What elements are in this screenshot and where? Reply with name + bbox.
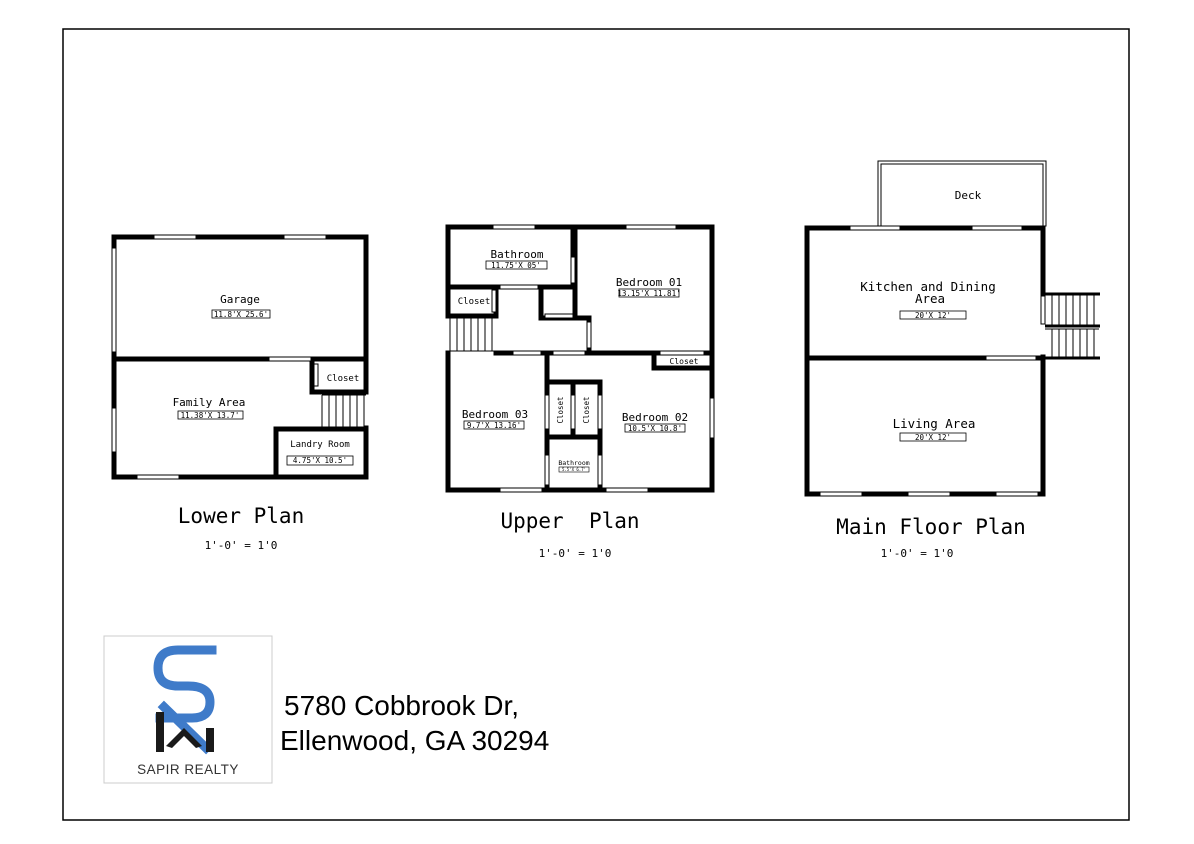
lower-plan-title: Lower Plan (178, 504, 304, 528)
closet-vertical-2-label: Closet (582, 396, 591, 423)
kitchen-dining-dim-box (899, 310, 967, 320)
living-area-dim: 20'X 12' (915, 433, 951, 442)
bedroom-03-dim-box (463, 420, 525, 430)
logo-house-mark (156, 712, 214, 752)
main-walls (804, 225, 1046, 497)
garage-dim: 11.8'X 25.6' (214, 310, 268, 319)
lower-windows (111, 234, 327, 480)
lower-plan-scale: 1'-0' = 1'0 (205, 539, 278, 552)
closet-vertical-1-label: Closet (556, 396, 565, 423)
kitchen-dining-dim: 20'X 12' (915, 311, 951, 320)
upper-bathroom-label: Bathroom (491, 248, 544, 261)
upper-small-bathroom-dim: 5.5'X 6.7' (562, 467, 586, 472)
main-floor-plan: Deck Kitchen and Dining Area 20'X 12' Li… (804, 160, 1100, 560)
garage-dim-box (211, 309, 271, 319)
upper-stairs (449, 318, 496, 352)
kitchen-dining-label-line2: Area (915, 291, 945, 306)
bedroom-01-dim-box (618, 288, 680, 298)
lower-stairs (321, 394, 366, 427)
upper-bathroom-dim: 11.75'X 05' (491, 261, 541, 270)
laundry-room-dim: 4.75'X 10.5' (293, 456, 347, 465)
living-area-dim-box (899, 432, 967, 442)
upper-bathroom-dim-box (485, 260, 548, 270)
page-border (62, 28, 1130, 821)
kitchen-dining-label-line1: Kitchen and Dining (860, 279, 995, 294)
laundry-room-label: Landry Room (290, 440, 350, 450)
lower-closet-label: Closet (327, 374, 360, 384)
upper-small-bathroom-label: Bathroom (558, 459, 589, 467)
family-area-dim: 11.38'X 13.7' (181, 411, 240, 420)
upper-windows (491, 224, 715, 493)
main-floor-plan-scale: 1'-0' = 1'0 (881, 547, 954, 560)
main-windows (819, 225, 1046, 497)
bedroom-01-label: Bedroom 01 (616, 276, 682, 289)
bedroom-02-dim-box (624, 423, 686, 433)
address-line-1: 5780 Cobbrook Dr, (284, 690, 519, 721)
lower-walls (111, 234, 369, 480)
bedroom-02-dim: 10.5'X 10.8' (628, 424, 682, 433)
family-area-label: Family Area (173, 396, 246, 409)
family-area-dim-box (177, 410, 244, 420)
laundry-room-dim-box (286, 455, 354, 466)
garage-label: Garage (220, 293, 260, 306)
bedroom-03-label: Bedroom 03 (462, 408, 528, 421)
upper-closet-right-label: Closet (670, 357, 699, 366)
living-area-label: Living Area (893, 416, 976, 431)
upper-plan: Bathroom 11.75'X 05' Bedroom 01 13.15'X … (445, 224, 715, 560)
upper-plan-scale: 1'-0' = 1'0 (539, 547, 612, 560)
bedroom-01-dim: 13.15'X 11.81' (617, 289, 680, 298)
upper-small-bathroom-dim-box (558, 466, 590, 473)
deck-label: Deck (955, 189, 982, 202)
logo-mark (153, 645, 217, 755)
address-line-2: Ellenwood, GA 30294 (280, 725, 549, 756)
main-stair-rails (1045, 292, 1100, 360)
brand-name: SAPIR REALTY (137, 762, 239, 777)
lower-plan: Garage 11.8'X 25.6' Family Area 11.38'X … (111, 234, 369, 552)
main-floor-plan-title: Main Floor Plan (836, 515, 1026, 539)
sapir-realty-logo: SAPIR REALTY (103, 635, 273, 784)
bedroom-02-label: Bedroom 02 (622, 411, 688, 424)
logo-frame (103, 635, 273, 784)
bedroom-03-dim: 9.7'X 13.16' (467, 421, 521, 430)
upper-closet-left-label: Closet (458, 297, 491, 307)
upper-plan-title: Upper Plan (500, 509, 639, 533)
